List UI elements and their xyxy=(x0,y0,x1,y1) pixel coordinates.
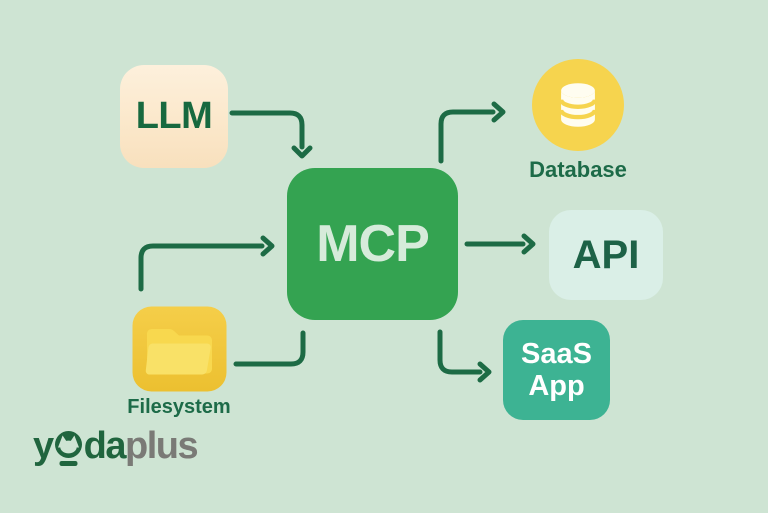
yoda-head-in-o-icon xyxy=(54,431,82,466)
node-llm: LLM xyxy=(120,65,228,168)
mcp-label: MCP xyxy=(316,215,430,273)
saas-label-line1: SaaS xyxy=(521,337,592,370)
filesystem-label: Filesystem xyxy=(127,396,231,418)
database-cylinder-icon xyxy=(558,83,598,127)
node-saas-app: SaaS App xyxy=(503,320,610,420)
arrowhead-right-icon xyxy=(491,101,506,123)
logo-text-y: y xyxy=(33,425,54,468)
edge-mcp-to-saas xyxy=(437,329,492,383)
folder-icon xyxy=(132,306,227,392)
filesystem-node xyxy=(132,306,227,392)
edge-filesystem-to-mcp xyxy=(138,235,275,292)
logo-text-da: da xyxy=(83,425,127,468)
logo-text-plus: plus xyxy=(125,425,199,468)
yodaplus-logo: y da plus xyxy=(33,424,199,468)
arrowhead-right-icon xyxy=(260,235,275,257)
database-node xyxy=(532,59,624,151)
edge-mcp-to-filesystem-plain xyxy=(233,330,306,367)
llm-label: LLM xyxy=(135,95,213,137)
database-label: Database xyxy=(529,157,627,182)
edge-mcp-to-api xyxy=(464,233,536,255)
node-mcp: MCP xyxy=(287,168,458,320)
arrowhead-right-icon xyxy=(521,233,536,255)
api-label: API xyxy=(572,232,640,277)
saas-label-line2: App xyxy=(528,370,585,402)
edge-mcp-to-database xyxy=(438,101,506,164)
arrowhead-down-icon xyxy=(291,145,313,159)
arrowhead-right-icon xyxy=(477,361,492,383)
node-api: API xyxy=(549,210,663,300)
edge-llm-to-mcp xyxy=(229,110,313,159)
